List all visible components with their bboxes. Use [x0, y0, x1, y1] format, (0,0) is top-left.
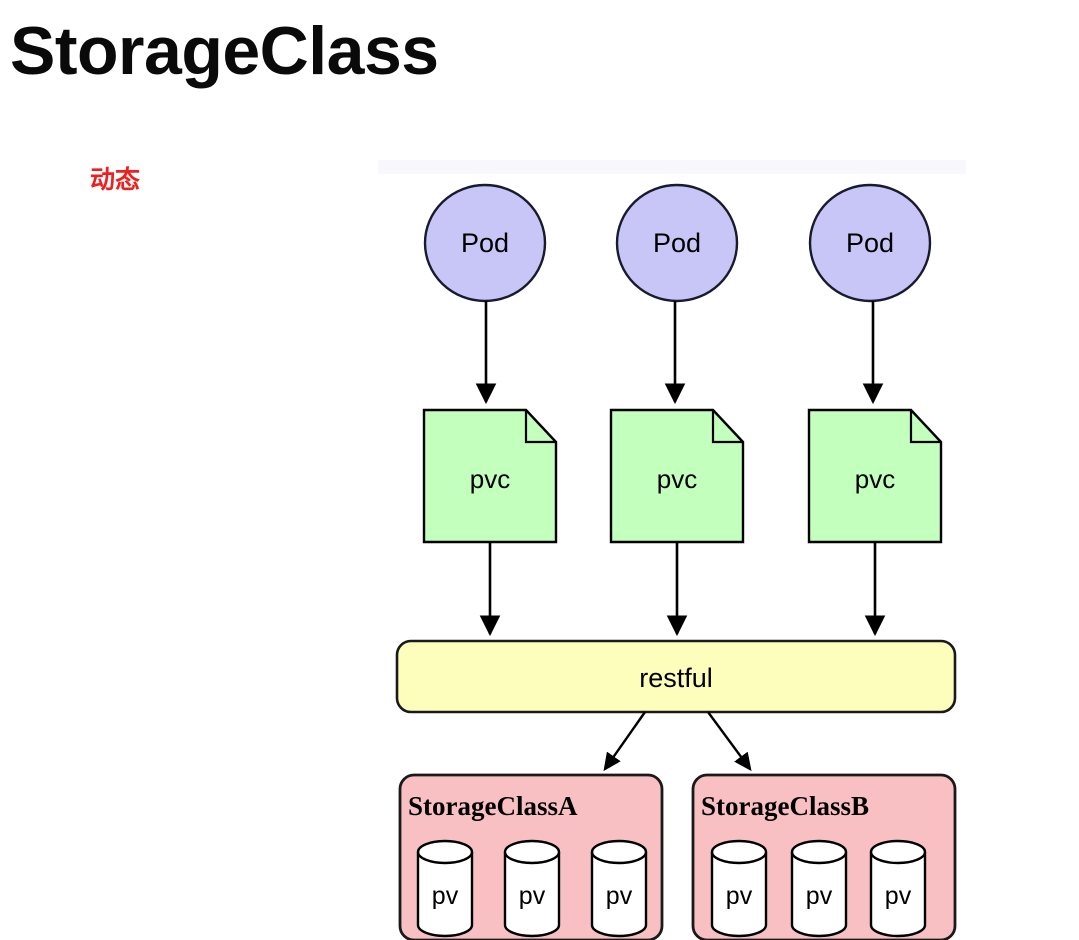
pvc-fold-corner: [711, 410, 743, 444]
pv-cylinder-b2: pv: [790, 839, 848, 938]
pvc-node-2: pvc: [609, 408, 745, 544]
pv-cylinder-a2: pv: [503, 839, 561, 938]
pv-label: pv: [726, 882, 753, 910]
pv-cylinder-top: [416, 839, 474, 865]
edge-restful-to-storage-class-a: [603, 711, 646, 772]
pv-cylinder-top: [503, 839, 561, 865]
pv-cylinder-a3: pv: [590, 839, 648, 938]
pv-cylinder-top: [710, 839, 768, 865]
pv-label: pv: [432, 882, 459, 910]
pv-label: pv: [806, 882, 833, 910]
pvc-node-1: pvc: [422, 408, 558, 544]
pv-cylinder-a1: pv: [416, 839, 474, 938]
pvc-fold-corner: [524, 410, 556, 444]
edge-restful-to-storage-class-b: [707, 711, 752, 772]
storage-class-b-node: StorageClassB pv pv pv: [691, 773, 957, 940]
pvc-label: pvc: [855, 464, 895, 494]
pvc-label: pvc: [470, 464, 510, 494]
pod-circle: [615, 183, 739, 303]
pod-circle: [808, 183, 932, 303]
storage-class-title: StorageClassA: [408, 791, 578, 821]
pv-cylinder-top: [790, 839, 848, 865]
restful-node: restful: [395, 639, 957, 714]
dynamic-annotation-label: 动态: [90, 165, 141, 194]
pvc-label: pvc: [657, 464, 697, 494]
pod-label: Pod: [653, 228, 701, 258]
pv-cylinder-top: [590, 839, 648, 865]
pv-cylinder-body: [503, 852, 561, 938]
pv-cylinder-body: [790, 852, 848, 938]
pv-cylinder-body: [869, 852, 927, 938]
pod-node-1: Pod: [423, 183, 547, 303]
pvc-fold-corner: [909, 410, 941, 444]
pvc-document-shape: [609, 408, 745, 544]
diagram-top-band: [378, 160, 966, 174]
pv-cylinder-body: [710, 852, 768, 938]
pv-cylinder-body: [416, 852, 474, 938]
pvc-node-3: pvc: [807, 408, 943, 544]
pv-cylinder-body: [590, 852, 648, 938]
pv-label: pv: [519, 882, 546, 910]
pv-cylinder-b1: pv: [710, 839, 768, 938]
storage-class-title: StorageClassB: [701, 791, 869, 821]
storageclass-flow-diagram: Pod Pod Pod pvc pvc pvc: [378, 160, 966, 940]
pv-cylinder-top: [869, 839, 927, 865]
page-title: StorageClass: [10, 13, 439, 89]
restful-label: restful: [639, 663, 713, 693]
pvc-document-shape: [422, 408, 558, 544]
pv-label: pv: [606, 882, 633, 910]
pod-label: Pod: [846, 228, 894, 258]
restful-box: [395, 639, 957, 714]
pod-node-2: Pod: [615, 183, 739, 303]
pv-cylinder-b3: pv: [869, 839, 927, 938]
pod-node-3: Pod: [808, 183, 932, 303]
storage-class-a-node: StorageClassA pv pv pv: [398, 773, 664, 940]
pod-label: Pod: [461, 228, 509, 258]
pvc-document-shape: [807, 408, 943, 544]
pv-label: pv: [885, 882, 912, 910]
